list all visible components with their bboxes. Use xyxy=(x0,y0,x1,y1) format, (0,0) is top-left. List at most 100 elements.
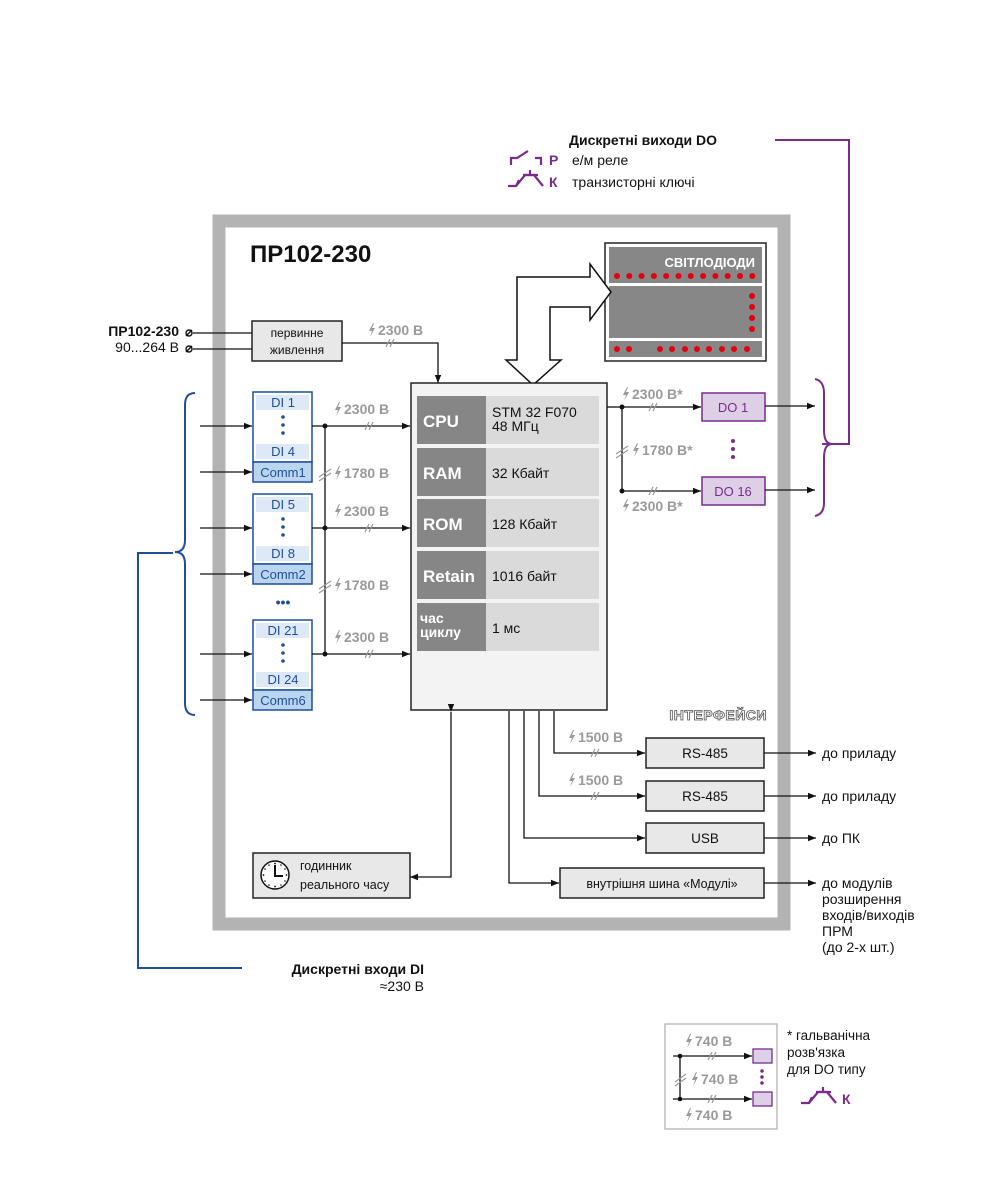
di-legend-connector xyxy=(137,552,242,969)
led-dot xyxy=(749,315,755,321)
relay-icon xyxy=(509,150,543,165)
device-title: ПР102-230 xyxy=(250,241,371,268)
di-isolation-label: 2300 В xyxy=(344,401,389,417)
led-dot xyxy=(675,273,682,279)
led-dot xyxy=(719,346,725,352)
cpu-row-key-cell xyxy=(417,603,486,651)
cpu-row-value-cell xyxy=(486,448,599,496)
led-dot xyxy=(731,346,737,352)
led-dot xyxy=(744,346,750,352)
interface-name: RS-485 xyxy=(682,746,728,761)
isolation-mark xyxy=(364,649,374,659)
footnote-line2: розв'язка xyxy=(787,1045,846,1060)
comm-box xyxy=(252,689,313,711)
di-isolation-between-1: 1780 В xyxy=(344,465,389,481)
interfaces-title: ІНТЕРФЕЙСИ xyxy=(669,706,767,723)
di-first-label: DI 21 xyxy=(267,623,298,638)
led-dot xyxy=(700,273,707,279)
interface-isolation: 1500 В xyxy=(578,772,623,788)
cpu-row-value-cell xyxy=(486,396,599,444)
power-isolation-label: 2300 В xyxy=(378,322,423,338)
interface-target: до модулів xyxy=(822,875,893,891)
do-brace xyxy=(814,378,833,517)
di-legend-title: Дискретні входи DI xyxy=(292,961,424,977)
led-dot xyxy=(712,273,719,279)
led-panel: СВІТЛОДІОДИ xyxy=(604,242,767,362)
led-dot xyxy=(694,346,700,352)
cpu-row-value: 128 Кбайт xyxy=(492,516,558,532)
led-dot xyxy=(749,326,755,332)
interface-name: внутрішня шина «Модулі» xyxy=(586,877,737,891)
interface-isolation: 1500 В xyxy=(578,729,623,745)
di-first-label: DI 5 xyxy=(271,497,295,512)
do-vertical-ellipsis xyxy=(731,439,735,459)
do1-block xyxy=(701,392,766,422)
interface-row: RS-485 1500 В до приладу xyxy=(538,711,896,812)
interface-target: розширення xyxy=(822,891,902,907)
do1-label: DO 1 xyxy=(718,400,748,415)
led-dot xyxy=(724,273,731,279)
do-legend-connector xyxy=(775,139,850,445)
interface-row: внутрішня шина «Модулі» до модуліврозшире… xyxy=(508,711,915,955)
di-legend-voltage: ≈230 В xyxy=(380,978,424,994)
cpu-row: ROM 128 Кбайт xyxy=(417,499,599,547)
led-dot xyxy=(669,346,675,352)
di-brace xyxy=(174,392,196,716)
do-isolation-bottom: 2300 В* xyxy=(632,498,683,514)
led-dot xyxy=(614,346,620,352)
interface-link xyxy=(538,711,645,800)
cpu-row-key: RAM xyxy=(423,464,462,483)
fn-iso-2: 740 В xyxy=(701,1071,738,1087)
footnote-line1: * гальванічна xyxy=(787,1028,871,1043)
power-block-line1: первинне xyxy=(271,326,324,340)
power-to-cpu-line xyxy=(342,342,442,383)
footnote-diagram: 740 В 740 В 740 В xyxy=(673,1033,773,1123)
comm-box xyxy=(252,461,313,483)
led-dot xyxy=(706,346,712,352)
cpu-row-value-cell xyxy=(486,603,599,651)
comm-label: Comm6 xyxy=(260,693,306,708)
rtc-link xyxy=(410,704,455,881)
rtc-line1: годинник xyxy=(300,859,352,873)
led-dot xyxy=(650,273,657,279)
interface-name: USB xyxy=(691,831,719,846)
di-isolation-mark-1 xyxy=(318,468,332,482)
do-legend: Дискретні виходи DO Р е/м реле К транзис… xyxy=(508,132,850,445)
cpu-row-value-cell xyxy=(486,499,599,547)
di-first-label: DI 1 xyxy=(271,395,295,410)
di-isolation-mark-2 xyxy=(318,580,332,594)
interface-target: ПРМ xyxy=(822,923,853,939)
relay-label: е/м реле xyxy=(572,152,628,168)
isolation-mark xyxy=(385,338,395,348)
cpu-row-key-cell xyxy=(417,396,486,444)
transistor-icon xyxy=(801,1087,837,1105)
interface-target: до приладу xyxy=(822,788,896,804)
led-label: СВІТЛОДІОДИ xyxy=(665,255,756,270)
led-dot xyxy=(749,273,756,279)
cpu-row-key: циклу xyxy=(420,624,461,640)
di-isolation-between-2: 1780 В xyxy=(344,577,389,593)
led-dot xyxy=(749,293,755,299)
do16-block xyxy=(701,476,766,506)
do-isolation-top: 2300 В* xyxy=(632,386,683,402)
do-isolation-between: 1780 В* xyxy=(642,442,693,458)
power-supply-block xyxy=(251,320,343,362)
relay-letter: Р xyxy=(549,152,558,168)
interface-block xyxy=(645,822,765,854)
power-terminal-label: ПР102-230 xyxy=(108,323,179,339)
clock-icon xyxy=(260,860,290,890)
cpu-row-key: ROM xyxy=(423,515,463,534)
cpu-row-value-cell xyxy=(486,551,599,599)
